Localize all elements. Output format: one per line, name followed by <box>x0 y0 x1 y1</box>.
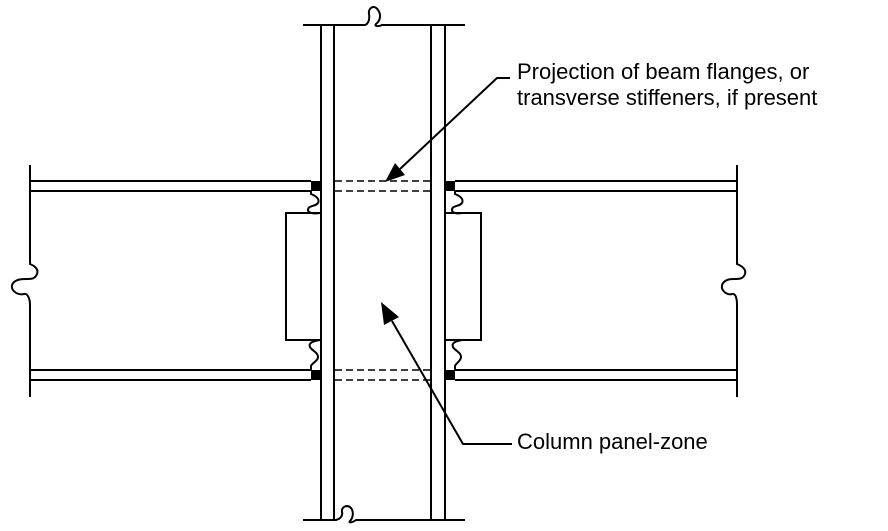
left-beam <box>10 165 322 397</box>
right-bottom-flange-weld <box>445 370 455 380</box>
left-bottom-flange-weld <box>311 370 321 380</box>
right-top-flange-weld <box>445 181 455 191</box>
right-beam <box>444 165 747 397</box>
left-beam-break-mark <box>10 165 39 397</box>
left-beam-bottom-cope <box>308 339 321 370</box>
projection-label-line2: transverse stiffeners, if present <box>517 85 818 110</box>
right-shear-tab <box>444 212 482 341</box>
flange-projection-lines <box>335 180 430 381</box>
projection-arrowhead <box>385 163 405 182</box>
left-beam-top-cope <box>306 191 321 215</box>
right-beam-break-mark <box>720 165 747 397</box>
right-beam-bottom-cope <box>451 339 463 370</box>
projection-leader <box>385 77 510 182</box>
panel-zone-leader <box>381 302 512 445</box>
panel-zone-label: Column panel-zone <box>517 429 708 454</box>
left-top-flange-weld <box>311 181 321 191</box>
left-shear-tab <box>285 212 322 341</box>
right-beam-top-cope <box>450 191 464 215</box>
column-bottom-break-mark <box>303 505 465 524</box>
column <box>303 6 465 524</box>
panel-zone-arrowhead <box>381 302 399 325</box>
column-top-break-mark <box>303 6 465 28</box>
projection-label-line1: Projection of beam flanges, or <box>517 59 810 84</box>
